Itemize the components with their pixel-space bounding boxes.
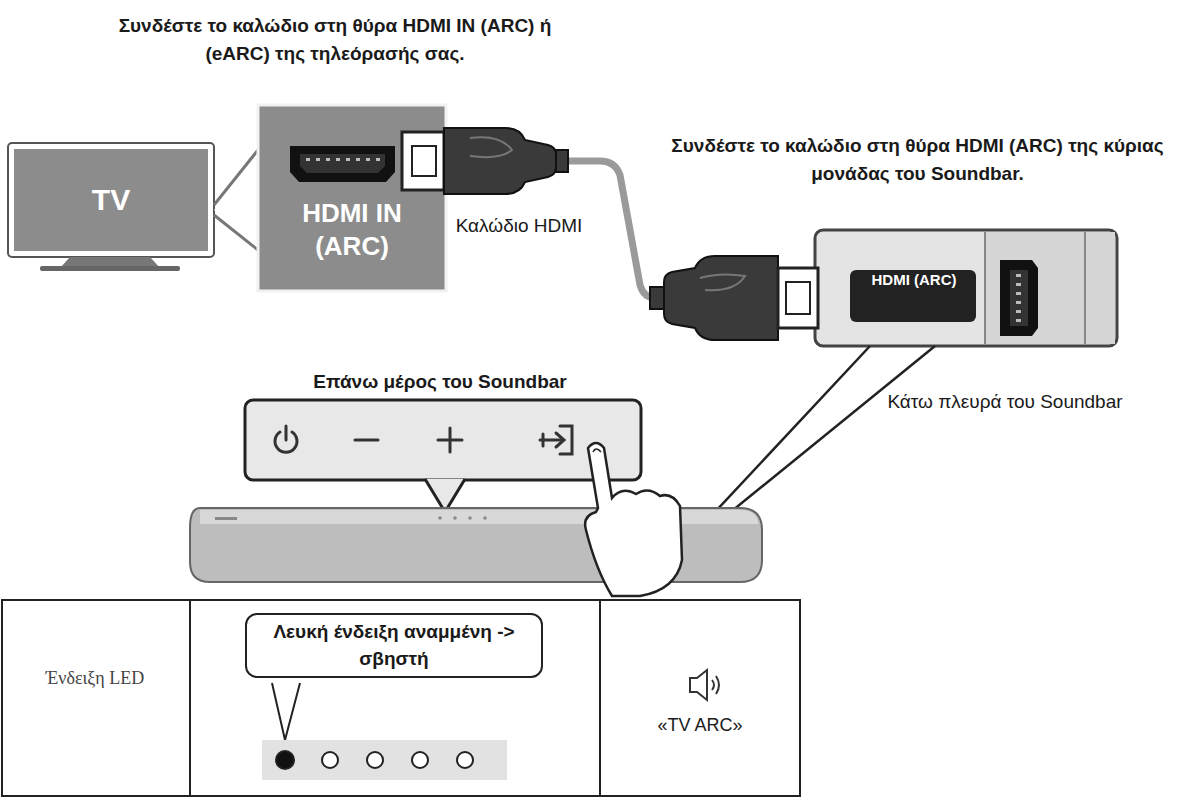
node-text: Λευκή ένδειξη αναμμένη -> σβηστή (255, 619, 533, 672)
port-callout: HDMI IN (ARC) (258, 105, 446, 291)
speaker-icon (690, 670, 719, 700)
hdmi-plug (402, 128, 568, 194)
logo-mark (215, 517, 237, 520)
callout-line (700, 346, 935, 532)
callout-line (214, 150, 258, 250)
fingernail (593, 449, 601, 452)
port-panel (815, 230, 1117, 346)
divider (984, 232, 986, 344)
node-text: HDMI IN (ARC) (264, 197, 440, 262)
instruction-text: Συνδέστε το καλώδιο στη θύρα HDMI IN (AR… (90, 12, 580, 67)
table-cell: Ένδειξη LED (40, 665, 150, 691)
control-panel (245, 400, 641, 480)
hdmi-port (290, 146, 395, 182)
port-callout: HDMI (ARC) (815, 230, 1117, 346)
node-text: HDMI (ARC) (853, 272, 975, 288)
table-cell: «TV ARC» (610, 712, 790, 738)
callout-pointer (272, 683, 300, 740)
panel-section (985, 232, 1115, 344)
hdmi-plug (650, 256, 818, 340)
node-text: TV (92, 183, 130, 217)
port-label-plate (850, 270, 976, 322)
callout-wedge (214, 155, 258, 245)
finger (585, 443, 682, 596)
divider (1084, 232, 1086, 344)
led-callout-bubble: Λευκή ένδειξη αναμμένη -> σβηστή (245, 613, 543, 678)
port-panel (258, 105, 446, 291)
part-label: Επάνω μέρος του Soundbar (250, 368, 630, 396)
led-dots (276, 751, 473, 769)
instruction-text: Συνδέστε το καλώδιο στη θύρα HDMI (ARC) … (640, 132, 1195, 187)
cable-label: Καλώδιο HDMI (455, 212, 583, 240)
tv-figure (8, 143, 214, 271)
part-label: Κάτω πλευρά του Soundbar (880, 388, 1130, 416)
led-table (2, 600, 800, 796)
hdmi-port (1000, 260, 1038, 336)
led-strip (262, 740, 507, 780)
button-icons (275, 426, 572, 454)
soundbar-buttons (438, 516, 487, 520)
tv-screen: TV (14, 149, 208, 251)
